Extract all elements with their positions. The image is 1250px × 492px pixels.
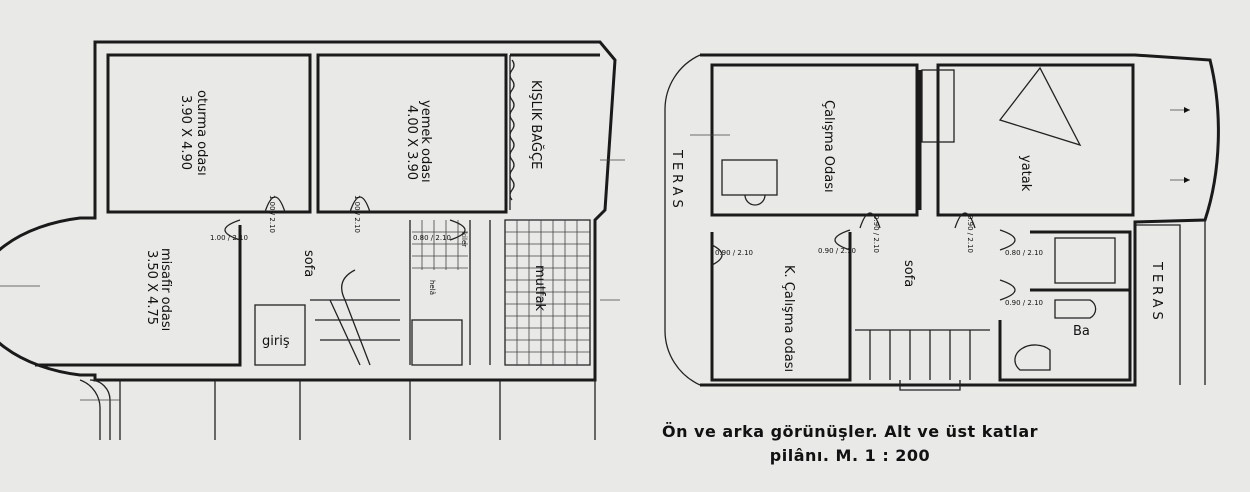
ground-floor-plan: oturma odası 3.90 X 4.90 yemek odası 4.0… — [0, 40, 625, 440]
room-label-wc: helâ — [428, 280, 436, 295]
upper-floor-plan: Çalışma Odası K. Çalışma odası yatak sof… — [664, 53, 1220, 391]
caption: Ön ve arka görünüşler. Alt ve üst katlar… — [640, 420, 1060, 468]
room-label-dining: yemek odası — [418, 100, 433, 183]
door-size: 0.90 / 2.10 — [966, 215, 974, 253]
door-size: 0.80 / 2.10 — [413, 234, 451, 242]
caption-line-1: Ön ve arka görünüşler. Alt ve üst katlar — [661, 422, 1039, 441]
terrace-label-left: TERAS — [669, 149, 684, 212]
arrow-icon — [1184, 177, 1190, 183]
room-label-bedroom: yatak — [1018, 155, 1033, 192]
door-size: 1.00 / 2.10 — [268, 195, 276, 233]
room-label-kitchen: mutfak — [532, 265, 547, 312]
room-size-guest: 3.50 X 4.75 — [144, 250, 159, 325]
room-label-living: oturma odası — [194, 90, 209, 176]
room-label-bath: Ba — [1073, 324, 1090, 339]
door-size: 0.90 / 2.10 — [872, 215, 880, 253]
room-label-hall: sofa — [901, 260, 916, 287]
door-size: 1.00 / 2.10 — [210, 234, 248, 242]
door-size: 0.90 / 2.10 — [1005, 299, 1043, 307]
terrace-label-right: TERAS — [1149, 261, 1164, 324]
door-size: 0.80 / 2.10 — [1005, 249, 1043, 257]
room-label-pantry: kiler — [460, 232, 468, 247]
room-label-entrance: giriş — [262, 334, 290, 349]
door-size: 0.90 / 2.10 — [715, 249, 753, 257]
room-label-study: Çalışma Odası — [821, 100, 836, 193]
arrow-icon — [1184, 107, 1190, 113]
caption-line-2: pilânı. M. 1 : 200 — [769, 446, 931, 465]
door-size: 0.90 / 2.10 — [818, 247, 856, 255]
room-label-winter-garden: KIŞLIK BAĞÇE — [528, 80, 544, 169]
door-size: 1.00 / 2.10 — [353, 195, 361, 233]
room-size-dining: 4.00 X 3.90 — [404, 105, 419, 180]
room-size-living: 3.90 X 4.90 — [178, 95, 193, 170]
room-label-guest: misafir odası — [158, 248, 173, 331]
room-label-hall: sofa — [301, 250, 316, 277]
room-label-small-study: K. Çalışma odası — [781, 265, 796, 372]
